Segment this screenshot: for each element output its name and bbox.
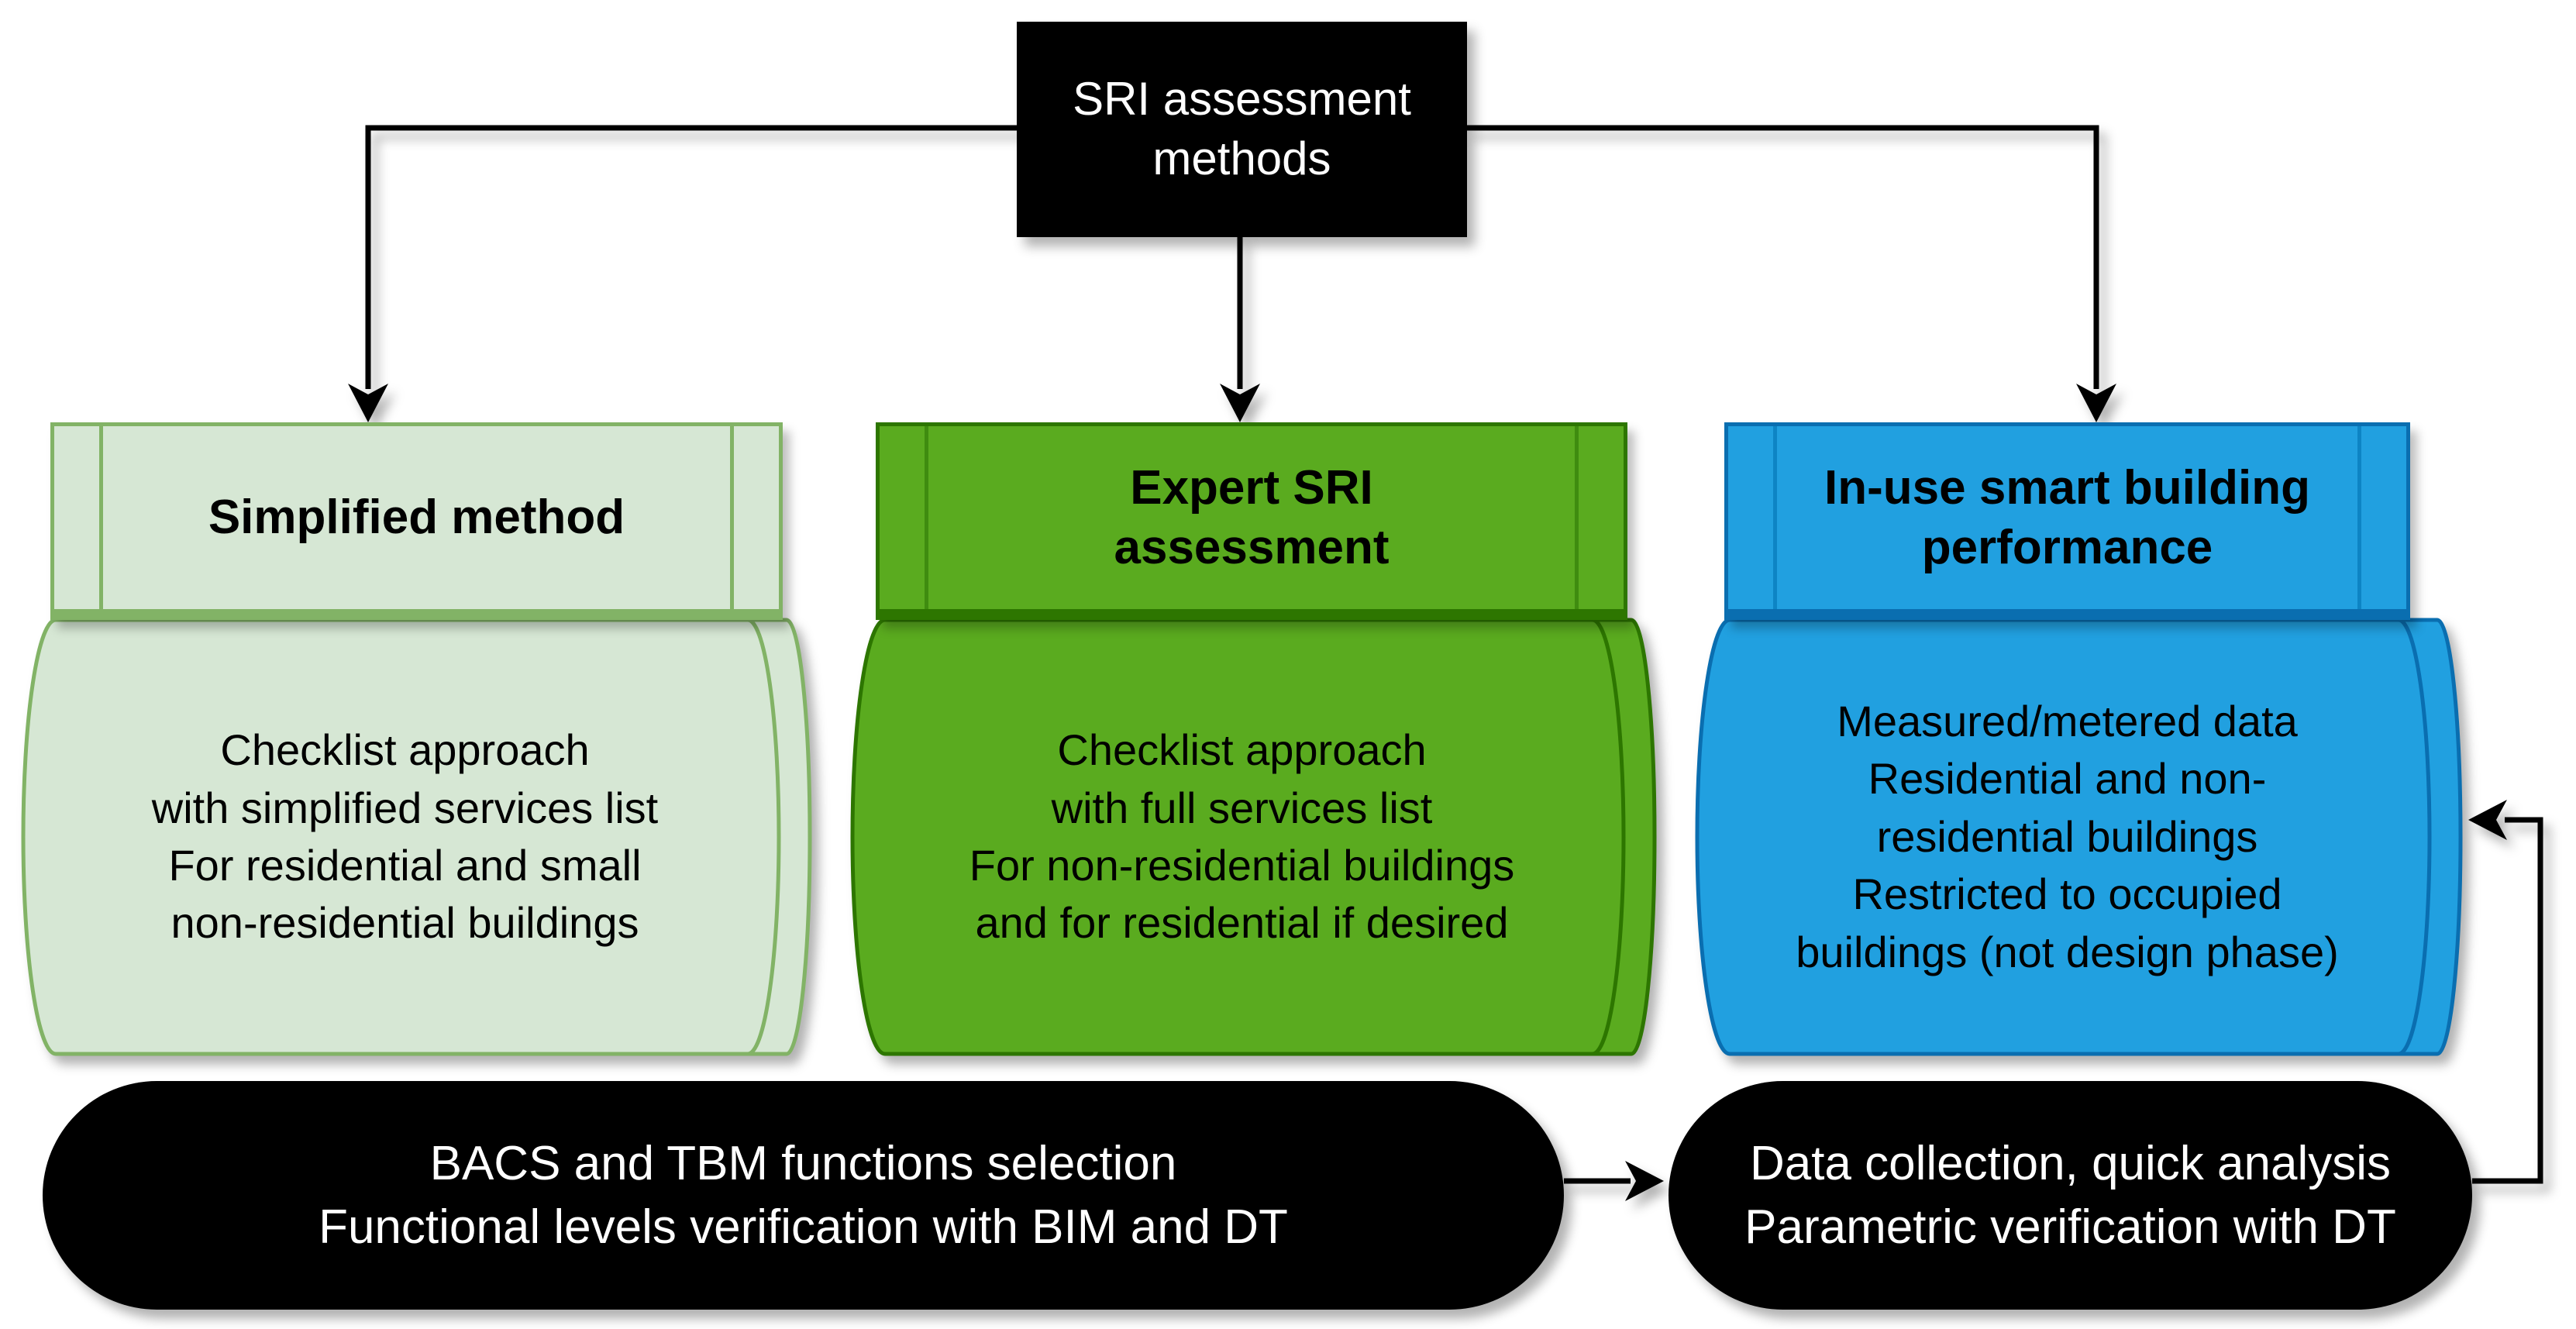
arrow-datacollection-to-inuse-line — [2472, 817, 2543, 1184]
bacs-tbm-node: BACS and TBM functions selection Functio… — [43, 1081, 1564, 1310]
arrow-root-to-simplified-line — [365, 125, 1017, 389]
simplified-method-body: Checklist approach with simplified servi… — [31, 632, 779, 1042]
in-use-header-label: In-use smart building performance — [1824, 460, 2310, 575]
expert-sri-body: Checklist approach with full services li… — [860, 632, 1624, 1042]
in-use-body: Measured/metered data Residential and no… — [1705, 632, 2430, 1042]
bacs-tbm-node-label: BACS and TBM functions selection Functio… — [319, 1136, 1288, 1254]
root-node: SRI assessment methods — [1017, 22, 1467, 237]
in-use-header: In-use smart building performance — [1724, 422, 2410, 620]
header-inner-line — [925, 426, 928, 609]
arrow-root-to-expert-head — [1220, 384, 1260, 422]
simplified-method-cylinder — [21, 618, 812, 1056]
arrow-root-to-inuse-line — [1467, 125, 2099, 389]
cylinder-seam — [747, 618, 781, 1056]
root-node-label: SRI assessment methods — [1073, 73, 1411, 184]
cylinder-seam — [1592, 618, 1626, 1056]
arrow-bacs-to-datacollection-head — [1625, 1161, 1664, 1201]
arrow-datacollection-to-inuse-head — [2468, 800, 2507, 840]
expert-sri-cylinder — [850, 618, 1657, 1056]
header-inner-line — [2357, 426, 2361, 609]
simplified-method-header-label: Simplified method — [208, 491, 625, 545]
header-inner-line — [1773, 426, 1777, 609]
expert-sri-header-label: Expert SRI assessment — [1114, 460, 1390, 575]
expert-sri-body-label: Checklist approach with full services li… — [969, 725, 1515, 948]
header-inner-line — [730, 426, 734, 609]
header-inner-line — [1575, 426, 1579, 609]
data-collection-node: Data collection, quick analysis Parametr… — [1669, 1081, 2472, 1310]
simplified-method-body-label: Checklist approach with simplified servi… — [151, 725, 659, 948]
header-inner-line — [99, 426, 103, 609]
in-use-cylinder — [1695, 618, 2463, 1056]
arrow-root-to-simplified-head — [348, 384, 388, 422]
cylinder-seam — [2398, 618, 2432, 1056]
simplified-method-header: Simplified method — [50, 422, 783, 620]
arrow-root-to-inuse-head — [2076, 384, 2116, 422]
expert-sri-header: Expert SRI assessment — [876, 422, 1627, 620]
data-collection-node-label: Data collection, quick analysis Parametr… — [1744, 1136, 2396, 1254]
in-use-body-label: Measured/metered data Residential and no… — [1796, 696, 2339, 976]
